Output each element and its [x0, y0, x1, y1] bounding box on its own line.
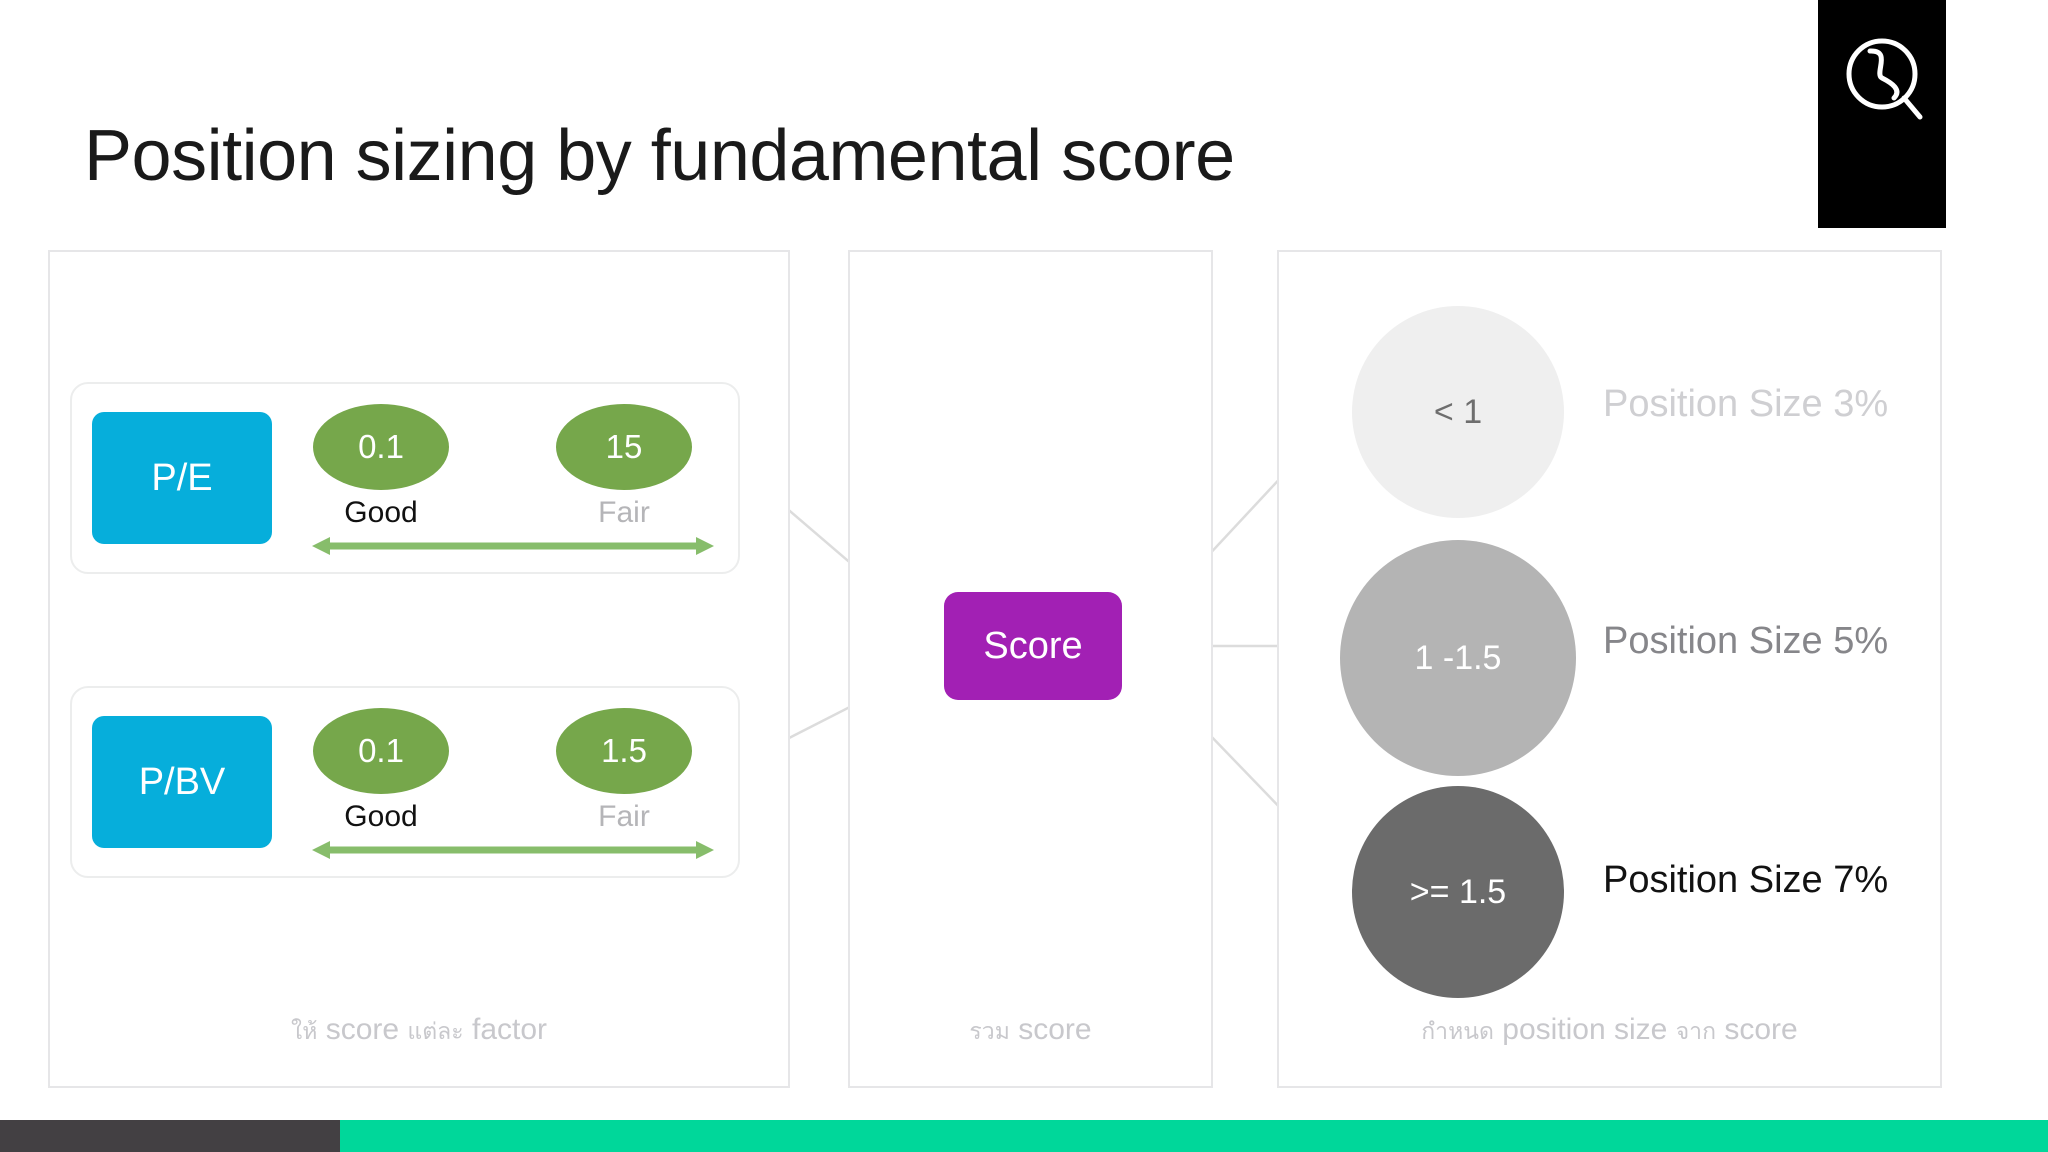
page-title: Position sizing by fundamental score	[84, 116, 1235, 196]
footer-bar-dark-segment	[0, 1120, 340, 1152]
footer-bar-teal-segment	[340, 1120, 2048, 1152]
brand-logo	[1818, 0, 1946, 228]
caption-text-th-5: จาก	[1675, 1018, 1717, 1044]
factor-pe-high-label: Fair	[598, 496, 650, 529]
caption-text-th-4: กำหนด	[1421, 1018, 1494, 1044]
caption-text-en-1: score	[325, 1013, 400, 1046]
panel-scoring-caption: ให้ score แต่ละ factor	[50, 1013, 788, 1050]
caption-text-th-3: รวม	[969, 1018, 1010, 1044]
caption-text-th-1: ให้	[290, 1018, 318, 1044]
factor-pbv-low-label: Good	[344, 800, 418, 833]
bucket-circle-low[interactable]: < 1	[1352, 306, 1564, 518]
footer-bar	[0, 1120, 2048, 1152]
factor-pbv-high-label: Fair	[598, 800, 650, 833]
factor-pe-high-value: 15	[556, 404, 692, 490]
bucket-circle-mid[interactable]: 1 -1.5	[1340, 540, 1576, 776]
panel-aggregate-caption: รวม score	[850, 1013, 1211, 1050]
caption-text-en-4: position size	[1502, 1013, 1668, 1046]
factor-pbv-range-arrow	[312, 841, 714, 859]
bucket-label-mid: Position Size 5%	[1603, 620, 1889, 662]
factor-pbv-low-value: 0.1	[313, 708, 449, 794]
caption-text-en-3: score	[1018, 1013, 1092, 1046]
factor-pbv-high-value: 1.5	[556, 708, 692, 794]
panel-scoring: ให้ score แต่ละ factor	[48, 250, 790, 1088]
factor-pe-low-label: Good	[344, 496, 418, 529]
factor-card-pbv[interactable]: P/BV 0.1 Good 1.5 Fair	[70, 686, 740, 878]
caption-text-en-2: factor	[471, 1013, 548, 1046]
factor-chip-pbv: P/BV	[92, 716, 272, 848]
bucket-label-low: Position Size 3%	[1603, 383, 1889, 425]
factor-chip-pe: P/E	[92, 412, 272, 544]
magnifier-s-logo-icon	[1846, 38, 1923, 120]
bucket-label-high: Position Size 7%	[1603, 859, 1889, 901]
factor-card-pe[interactable]: P/E 0.1 Good 15 Fair	[70, 382, 740, 574]
panel-sizing-caption: กำหนด position size จาก score	[1279, 1013, 1940, 1050]
caption-text-en-5: score	[1724, 1013, 1798, 1046]
factor-pe-low-value: 0.1	[313, 404, 449, 490]
caption-text-th-2: แต่ละ	[407, 1018, 464, 1044]
score-node[interactable]: Score	[944, 592, 1122, 700]
factor-pe-range-arrow	[312, 537, 714, 555]
bucket-circle-high[interactable]: >= 1.5	[1352, 786, 1564, 998]
